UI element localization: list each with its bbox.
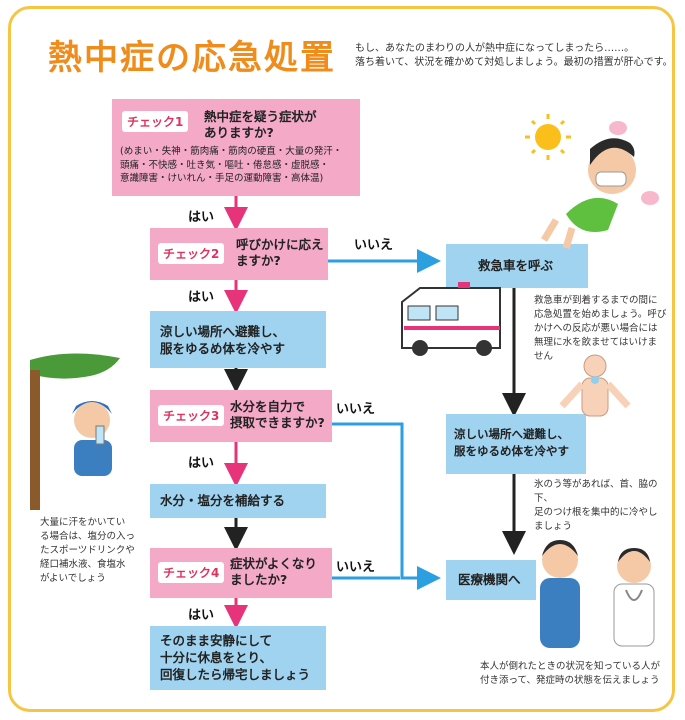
intro-text: もし、あなたのまわりの人が熱中症になってしまったら……。 落ち着いて、状況を確か…	[355, 42, 675, 70]
cool-right-text: 涼しい場所へ避難し、 服をゆるめ体を冷やす	[454, 426, 569, 460]
page-title: 熱中症の応急処置	[48, 38, 336, 78]
check3-question-line: 摂取できますか?	[230, 415, 325, 430]
check1-question-line: 熱中症を疑う症状が	[204, 109, 317, 124]
cool-note: 氷のう等があれば、首、脇の下、 足のつけ根を集中的に冷やし ましょう	[534, 478, 674, 534]
note-line: 無理に水を飲ませてはいけま	[534, 337, 658, 348]
check4-question: 症状がよくなり ましたか?	[230, 556, 330, 588]
check1-box: チェック1 熱中症を疑う症状が ありますか? (めまい・失神・筋肉痛・筋肉の硬直…	[112, 99, 360, 196]
action-cool-line: 涼しい場所へ避難し、	[160, 324, 286, 339]
hospital-text: 医療機関へ	[458, 572, 521, 587]
yes-label-4: はい	[188, 608, 215, 623]
check4-question-line: ましたか?	[230, 572, 288, 587]
intro-line: もし、あなたのまわりの人が熱中症になってしまったら……。	[355, 43, 635, 54]
no-label-1: いいえ	[354, 238, 394, 253]
check3-question-line: 水分を自力で	[230, 399, 306, 414]
action-rest-box: そのまま安静にして 十分に休息をとり、 回復したら帰宅しましょう	[150, 626, 326, 690]
note-line: かけへの反応が悪い場合には	[534, 323, 658, 334]
check1-tag: チェック1	[122, 111, 189, 132]
note-line: 経口補水液、食塩水	[40, 559, 126, 570]
check2-box: チェック2 呼びかけに応え ますか?	[150, 228, 328, 280]
no-label-3: いいえ	[336, 560, 376, 575]
action-rest-line: 回復したら帰宅しましょう	[160, 667, 311, 682]
ambulance-text: 救急車を呼ぶ	[478, 258, 554, 273]
check4-question-line: 症状がよくなり	[230, 556, 317, 571]
action-cool-line: 服をゆるめ体を冷やす	[160, 341, 286, 356]
check2-tag: チェック2	[158, 243, 225, 264]
symptom-line: 意識障害・けいれん・手足の運動障害・高体温)	[120, 173, 324, 184]
note-line: 大量に汗をかいてい	[40, 517, 126, 528]
cool-right-line: 涼しい場所へ避難し、	[454, 427, 569, 441]
check1-question: 熱中症を疑う症状が ありますか?	[204, 109, 354, 141]
cool-right-box: 涼しい場所へ避難し、 服をゆるめ体を冷やす	[446, 414, 586, 474]
action-cool-text: 涼しい場所へ避難し、 服をゆるめ体を冷やす	[160, 323, 285, 357]
action-rest-line: 十分に休息をとり、	[160, 650, 273, 665]
note-line: たスポーツドリンクや	[40, 545, 135, 556]
hospital-box: 医療機関へ	[446, 560, 536, 600]
note-line: 本人が倒れたときの状況を知っている人が	[480, 661, 661, 672]
ambulance-note: 救急車が到着するまでの間に 応急処置を始めましょう。呼び かけへの反応が悪い場合…	[534, 294, 674, 364]
check3-question: 水分を自力で 摂取できますか?	[230, 399, 334, 431]
note-line: 応急処置を始めましょう。呼び	[534, 309, 667, 320]
yes-label-2: はい	[188, 290, 215, 305]
check4-box: チェック4 症状がよくなり ましたか?	[150, 548, 332, 598]
action-water-text: 水分・塩分を補給する	[160, 493, 286, 508]
cool-right-line: 服をゆるめ体を冷やす	[454, 444, 569, 458]
check3-box: チェック3 水分を自力で 摂取できますか?	[150, 390, 332, 442]
symptom-line: 頭痛・不快感・吐き気・嘔吐・倦怠感・虚脱感・	[120, 159, 330, 171]
check2-question-line: 呼びかけに応え	[236, 237, 324, 252]
note-line: 付き添って、発症時の状態を伝えましょう	[480, 675, 660, 686]
hospital-note: 本人が倒れたときの状況を知っている人が 付き添って、発症時の状態を伝えましょう	[480, 660, 680, 688]
left-note: 大量に汗をかいてい る場合は、塩分の入っ たスポーツドリンクや 経口補水液、食塩…	[40, 516, 140, 586]
action-rest-text: そのまま安静にして 十分に休息をとり、 回復したら帰宅しましょう	[160, 632, 310, 683]
action-cool-box: 涼しい場所へ避難し、 服をゆるめ体を冷やす	[150, 311, 326, 368]
yes-label-3: はい	[188, 456, 215, 471]
symptom-line: (めまい・失神・筋肉痛・筋肉の硬直・大量の発汗・	[120, 146, 343, 157]
note-line: 救急車が到着するまでの間に	[534, 295, 658, 306]
action-rest-line: そのまま安静にして	[160, 633, 273, 648]
yes-label-1: はい	[188, 210, 215, 225]
check3-tag: チェック3	[158, 405, 225, 426]
action-water-box: 水分・塩分を補給する	[150, 484, 326, 518]
check2-question-line: ますか?	[236, 253, 281, 268]
note-line: 足のつけ根を集中的に冷やし	[534, 507, 658, 518]
note-line: 氷のう等があれば、首、脇の下、	[534, 479, 658, 504]
arrow-no-check3	[332, 422, 441, 590]
note-line: がよいでしょう	[40, 573, 106, 584]
note-line: る場合は、塩分の入っ	[40, 531, 136, 542]
ambulance-box: 救急車を呼ぶ	[446, 244, 588, 288]
no-label-2: いいえ	[336, 402, 376, 417]
check4-tag: チェック4	[158, 562, 225, 583]
check2-question: 呼びかけに応え ますか?	[236, 237, 326, 269]
note-line: せん	[534, 351, 554, 362]
note-line: ましょう	[534, 521, 573, 532]
check1-question-line: ありますか?	[204, 125, 274, 140]
intro-line: 落ち着いて、状況を確かめて対処しましょう。最初の措置が肝心です。	[355, 57, 673, 68]
check1-symptoms: (めまい・失神・筋肉痛・筋肉の硬直・大量の発汗・ 頭痛・不快感・吐き気・嘔吐・倦…	[120, 145, 342, 186]
